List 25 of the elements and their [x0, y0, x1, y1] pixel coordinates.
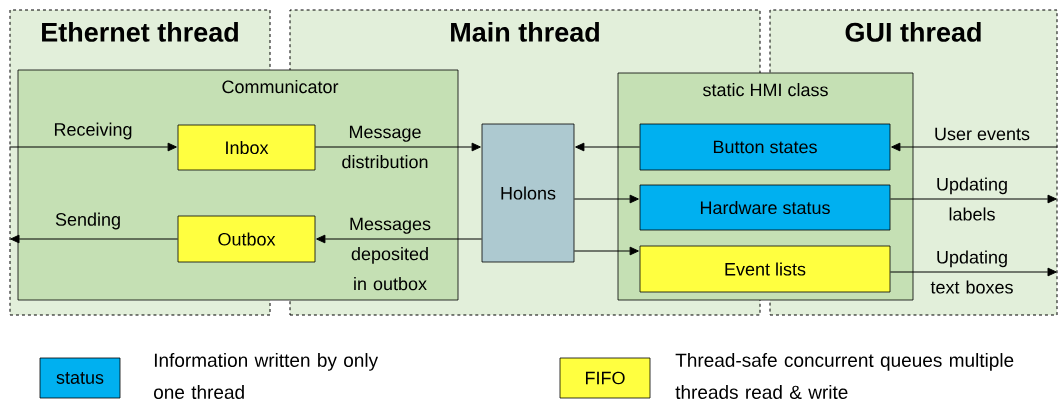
edge-label: Sending: [55, 212, 120, 230]
legend-text: Thread-safe concurrent queues multiple threads read & write: [675, 353, 1014, 399]
arrow: [316, 234, 483, 244]
arrow: [314, 142, 481, 152]
arrow: [889, 267, 1057, 277]
arrow: [889, 194, 1057, 204]
edge-label: Receiving: [54, 122, 132, 140]
edge-label: Updating labels: [937, 177, 1007, 221]
edge-label: Messages deposited in outbox: [350, 217, 431, 291]
legend-text: Information written by only one thread: [154, 353, 379, 399]
process-box: Inbox: [177, 124, 316, 171]
arrow: [10, 234, 179, 244]
arrow: [9, 142, 177, 152]
process-box: Holons: [481, 123, 575, 263]
process-box: Outbox: [177, 215, 316, 263]
edge-label: Message distribution: [342, 125, 428, 169]
arrow: [575, 142, 641, 152]
process-box: Hardware status: [639, 184, 891, 231]
edge-label: User events: [935, 127, 1030, 141]
arrow: [573, 246, 639, 256]
arrow: [891, 142, 1058, 152]
edge-label: Updating text boxes: [930, 250, 1013, 294]
process-box: Event lists: [639, 245, 891, 293]
arrow: [573, 194, 639, 204]
process-box: Button states: [639, 123, 891, 171]
